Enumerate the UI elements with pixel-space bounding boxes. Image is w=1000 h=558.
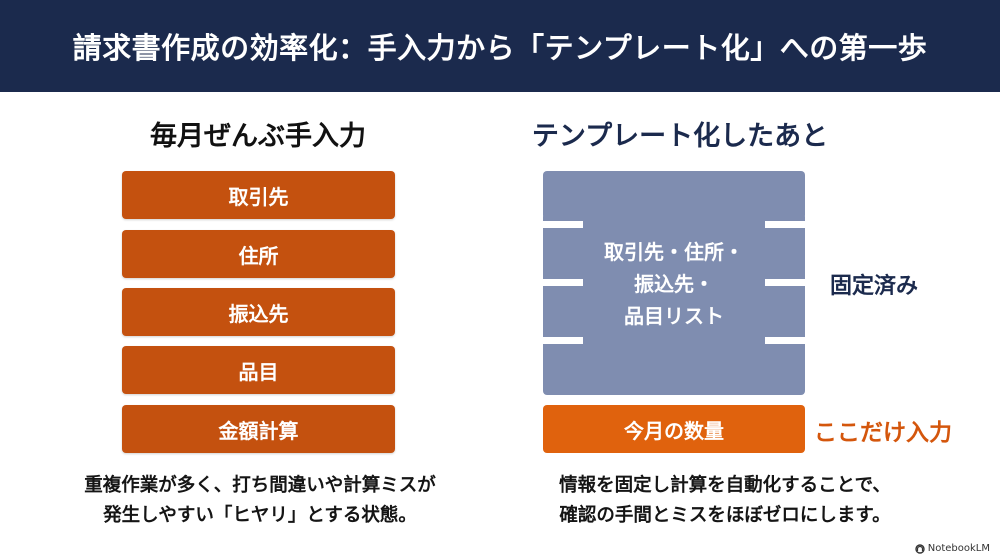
notebooklm-watermark: NotebookLM — [915, 543, 990, 554]
template-block-top — [543, 171, 805, 219]
template-caption: 情報を固定し計算を自動化することで、 確認の手間とミスをほぼゼロにします。 — [520, 471, 930, 531]
page-title: 請求書作成の効率化：手入力から「テンプレート化」への第一歩 — [72, 31, 928, 65]
template-line-2: 振込先・ — [634, 272, 714, 296]
notch-left-1 — [543, 221, 583, 228]
watermark-text: NotebookLM — [927, 543, 990, 554]
manual-column-title: 毎月ぜんぶ手入力 — [150, 121, 366, 152]
template-line-3: 品目リスト — [624, 304, 724, 328]
step-client: 取引先 — [122, 171, 395, 219]
template-line-1: 取引先・住所・ — [604, 240, 744, 264]
notch-right-3 — [765, 337, 805, 344]
notch-right-2 — [765, 279, 805, 286]
notebooklm-logo-icon — [915, 543, 925, 554]
step-amount-calc: 金額計算 — [122, 405, 395, 453]
notch-left-3 — [543, 337, 583, 344]
fixed-label: 固定済み — [830, 274, 919, 299]
step-bank-account: 振込先 — [122, 288, 395, 336]
manual-caption-line-2: 発生しやすい「ヒヤリ」とする状態。 — [103, 505, 417, 526]
notch-right-1 — [765, 221, 805, 228]
manual-caption: 重複作業が多く、打ち間違いや計算ミスが 発生しやすい「ヒヤリ」とする状態。 — [40, 471, 480, 531]
notch-left-2 — [543, 279, 583, 286]
template-fixed-items: 取引先・住所・ 振込先・ 品目リスト — [543, 236, 805, 332]
input-only-label: ここだけ入力 — [814, 420, 952, 446]
title-banner: 請求書作成の効率化：手入力から「テンプレート化」への第一歩 — [0, 0, 1000, 92]
step-items: 品目 — [122, 346, 395, 394]
template-caption-line-1: 情報を固定し計算を自動化することで、 — [559, 475, 891, 496]
monthly-quantity-box: 今月の数量 — [543, 405, 805, 453]
step-address: 住所 — [122, 230, 395, 278]
template-block-body — [543, 213, 805, 395]
manual-caption-line-1: 重複作業が多く、打ち間違いや計算ミスが — [84, 475, 436, 496]
template-column-title: テンプレート化したあと — [531, 121, 829, 152]
template-caption-line-2: 確認の手間とミスをほぼゼロにします。 — [559, 505, 891, 526]
